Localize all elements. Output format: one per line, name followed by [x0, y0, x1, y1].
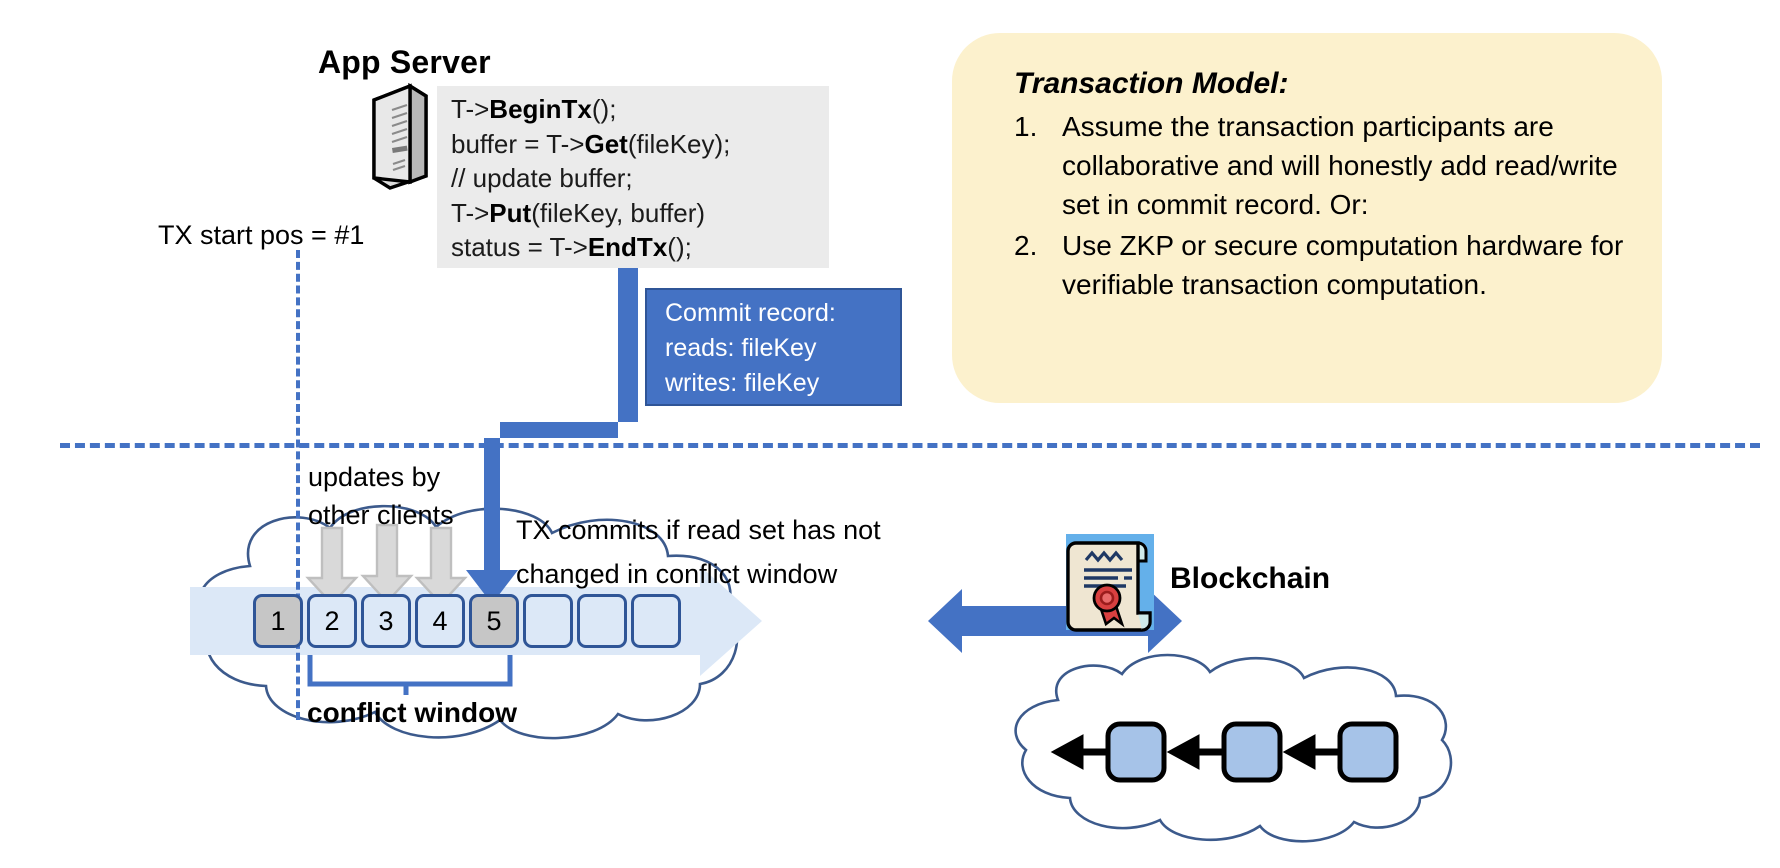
conflict-window-bracket — [307, 655, 513, 695]
transaction-model-title: Transaction Model: — [1014, 67, 1289, 100]
list-marker: 1. — [1014, 111, 1038, 142]
log-box: 5 — [469, 594, 519, 648]
update-arrow-icon-3 — [414, 526, 468, 606]
code-line: buffer = T->Get(fileKey); — [451, 128, 731, 159]
log-box — [631, 594, 681, 648]
commit-record-reads: reads: fileKey — [665, 334, 817, 362]
log-box — [577, 594, 627, 648]
updates-by-other-clients-label: updates by other clients — [308, 458, 454, 534]
code-line: T->BeginTx(); — [451, 94, 617, 124]
certificate-seal-icon — [1066, 534, 1154, 632]
updates-label-line2: other clients — [308, 500, 454, 530]
log-box: 3 — [361, 594, 411, 648]
sync-double-arrow-icon — [928, 589, 1182, 653]
transaction-model-item: 2. Use ZKP or secure computation hardwar… — [1014, 226, 1628, 304]
log-box: 4 — [415, 594, 465, 648]
blockchain-block — [1337, 721, 1399, 783]
blockchain-cloud-icon — [1014, 653, 1453, 843]
tx-start-pos-label: TX start pos = #1 — [158, 220, 365, 250]
blockchain-block — [1105, 721, 1167, 783]
update-arrow-icon-2 — [360, 523, 414, 604]
commit-record-box: Commit record: reads: fileKey writes: fi… — [645, 288, 902, 406]
app-server-title: App Server — [318, 44, 491, 80]
tx-start-dashed-line — [296, 250, 300, 720]
blockchain-block — [1221, 721, 1283, 783]
tx-commits-line2: changed in conflict window — [516, 559, 838, 589]
code-line: T->Put(fileKey, buffer) — [451, 197, 706, 228]
commit-record-title: Commit record: — [665, 299, 836, 327]
log-box — [523, 594, 573, 648]
list-item-text: Assume the transaction participants are … — [1062, 111, 1618, 220]
code-line: status = T->EndTx(); — [451, 232, 692, 262]
transaction-model-callout: Transaction Model: 1. Assume the transac… — [952, 33, 1662, 403]
conflict-window-label: conflict window — [307, 697, 517, 728]
list-item-text: Use ZKP or secure computation hardware f… — [1062, 230, 1624, 300]
list-marker: 2. — [1014, 230, 1038, 261]
log-box: 1 — [253, 594, 303, 648]
log-box: 2 — [307, 594, 357, 648]
code-line: // update buffer; — [451, 163, 633, 193]
layer-separator-dashed-line — [60, 443, 1760, 448]
commit-record-writes: writes: fileKey — [665, 369, 820, 397]
tx-commits-line1: TX commits if read set has not — [516, 515, 881, 545]
update-arrow-icon-1 — [305, 526, 359, 606]
code-block: T->BeginTx(); buffer = T->Get(fileKey); … — [437, 86, 829, 268]
transaction-model-list: 1. Assume the transaction participants a… — [986, 107, 1628, 304]
transaction-model-item: 1. Assume the transaction participants a… — [1014, 107, 1628, 224]
blockchain-label: Blockchain — [1170, 562, 1331, 595]
chain-link-arrow-icon — [1050, 734, 1338, 770]
updates-label-line1: updates by — [308, 462, 441, 492]
server-tower-icon — [368, 82, 432, 190]
tx-commits-label: TX commits if read set has not changed i… — [516, 508, 881, 596]
